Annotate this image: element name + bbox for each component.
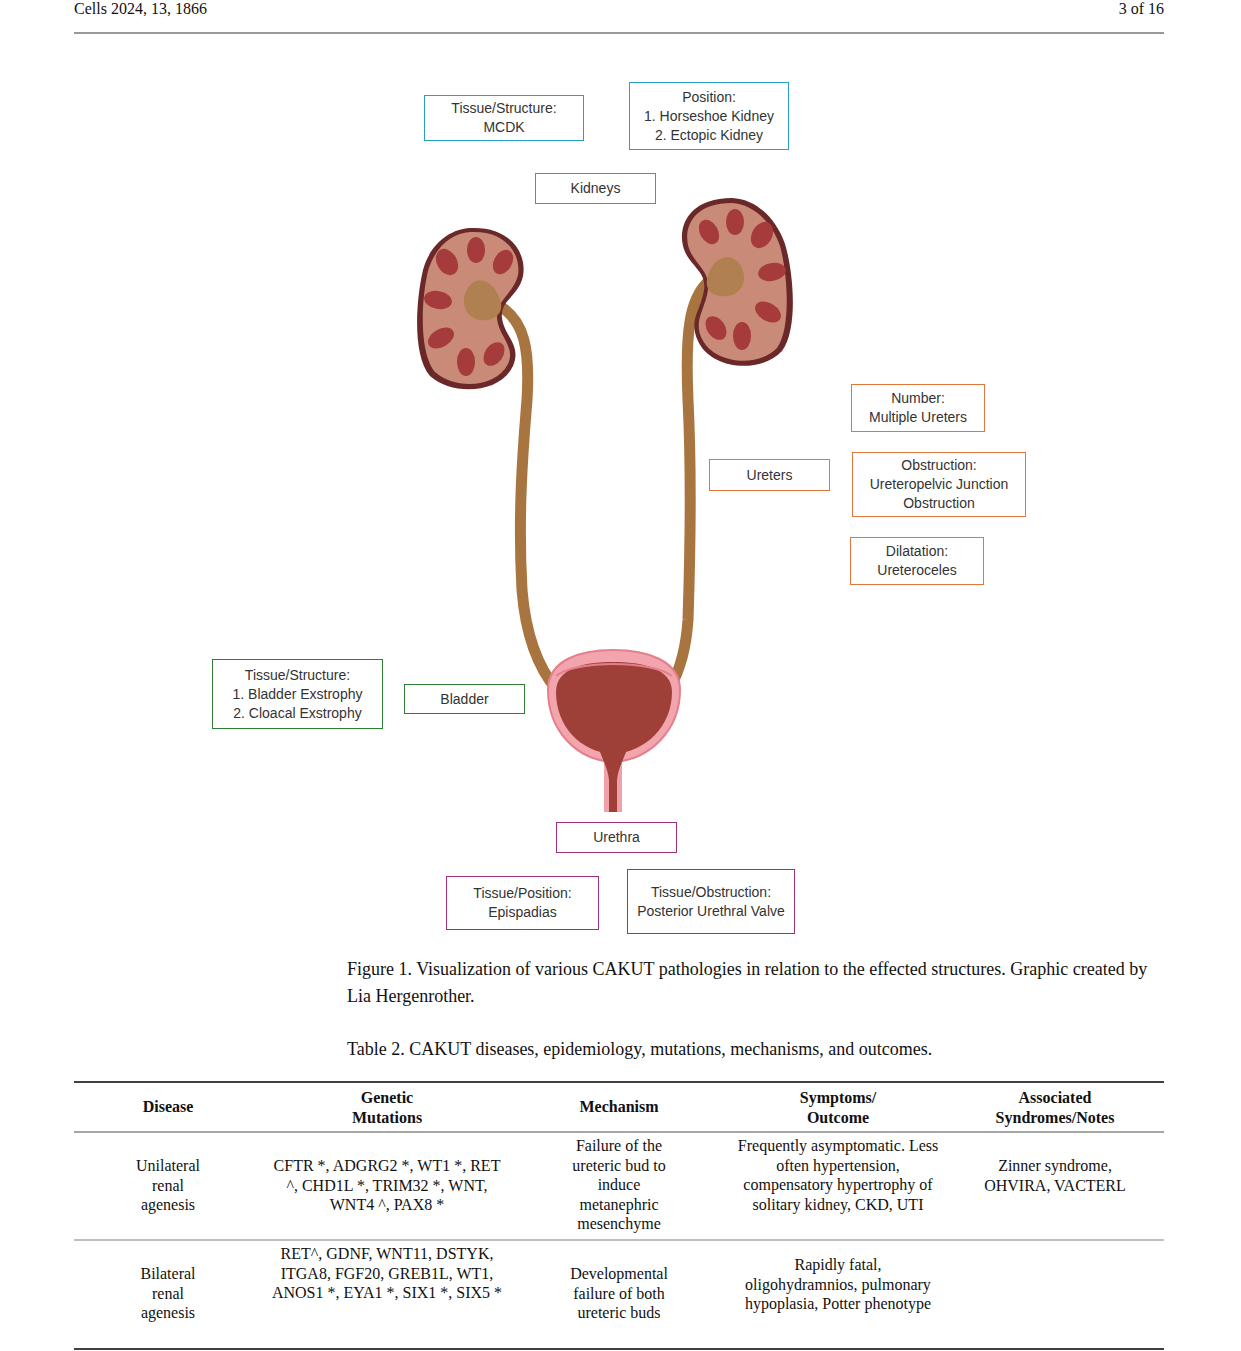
box-heading: Position: xyxy=(682,88,736,107)
table-header: Associated Syndromes/Notes xyxy=(980,1088,1130,1127)
table-header: Genetic Mutations xyxy=(332,1088,442,1127)
bladder-shape xyxy=(548,650,680,780)
table-cell: Failure of the ureteric bud to induce me… xyxy=(557,1136,682,1234)
table-cell: Rapidly fatal, oligohydramnios, pulmonar… xyxy=(738,1255,938,1314)
running-header: Cells 2024, 13, 1866 xyxy=(74,0,374,19)
box-heading: Obstruction: xyxy=(901,456,976,475)
label-box: Bladder xyxy=(404,684,525,714)
label-box: Position:1. Horseshoe Kidney2. Ectopic K… xyxy=(629,82,789,150)
label-box: Urethra xyxy=(556,822,677,853)
box-text: Ureteropelvic Junction Obstruction xyxy=(853,475,1025,513)
table-bottom-rule xyxy=(74,1348,1164,1350)
box-text: Posterior Urethral Valve xyxy=(637,902,785,921)
box-heading: Tissue/Obstruction: xyxy=(651,883,771,902)
label-box: Tissue/Position:Epispadias xyxy=(446,876,599,930)
table-cell: Unilateral renal agenesis xyxy=(123,1156,213,1215)
header-rule xyxy=(74,33,1164,34)
box-heading: Dilatation: xyxy=(886,542,948,561)
box-text: 2. Ectopic Kidney xyxy=(655,126,763,145)
label-box: Number:Multiple Ureters xyxy=(851,384,985,432)
box-heading: Tissue/Position: xyxy=(473,884,571,903)
box-text: 1. Horseshoe Kidney xyxy=(644,107,774,126)
box-heading: Number: xyxy=(891,389,945,408)
box-text: Ureteroceles xyxy=(877,561,956,580)
table-header: Symptoms/ Outcome xyxy=(783,1088,893,1127)
table-header-rule xyxy=(74,1132,1164,1133)
label-box: Tissue/Structure:1. Bladder Exstrophy2. … xyxy=(212,659,383,729)
table-header: Mechanism xyxy=(554,1097,684,1117)
table-cell: RET^, GDNF, WNT11, DSTYK, ITGA8, FGF20, … xyxy=(265,1244,510,1303)
box-heading: Tissue/Structure: xyxy=(245,666,350,685)
box-text: Kidneys xyxy=(571,179,621,198)
box-text: 1. Bladder Exstrophy xyxy=(233,685,363,704)
figure-caption: Figure 1. Visualization of various CAKUT… xyxy=(347,956,1165,1010)
label-box: Dilatation:Ureteroceles xyxy=(850,537,984,585)
table-cell: Frequently asymptomatic. Less often hype… xyxy=(733,1136,943,1214)
label-box: Kidneys xyxy=(535,173,656,204)
label-box: Obstruction:Ureteropelvic Junction Obstr… xyxy=(852,452,1026,517)
box-text: 2. Cloacal Exstrophy xyxy=(233,704,361,723)
box-text: Epispadias xyxy=(488,903,557,922)
table-cell: Zinner syndrome, OHVIRA, VACTERL xyxy=(980,1156,1130,1195)
box-heading: Tissue/Structure: xyxy=(451,99,556,118)
table-title: Table 2. CAKUT diseases, epidemiology, m… xyxy=(347,1038,1165,1061)
label-box: Tissue/Obstruction:Posterior Urethral Va… xyxy=(627,869,795,934)
table-row-rule xyxy=(74,1240,1164,1241)
box-text: Ureters xyxy=(747,466,793,485)
table-top-rule xyxy=(74,1081,1164,1083)
table-cell: Developmental failure of both ureteric b… xyxy=(557,1264,682,1323)
left-kidney xyxy=(417,228,524,389)
label-box: Ureters xyxy=(709,459,830,491)
box-text: Multiple Ureters xyxy=(869,408,967,427)
box-text: Urethra xyxy=(593,828,640,847)
table-cell: Bilateral renal agenesis xyxy=(123,1264,213,1323)
table-header: Disease xyxy=(113,1097,223,1117)
label-box: Tissue/Structure:MCDK xyxy=(424,95,584,141)
right-kidney xyxy=(682,198,793,366)
box-text: Bladder xyxy=(440,690,488,709)
table-cell: CFTR *, ADGRG2 *, WT1 *, RET ^, CHD1L *,… xyxy=(267,1156,507,1215)
box-text: MCDK xyxy=(483,118,524,137)
page-number: 3 of 16 xyxy=(1000,0,1164,19)
